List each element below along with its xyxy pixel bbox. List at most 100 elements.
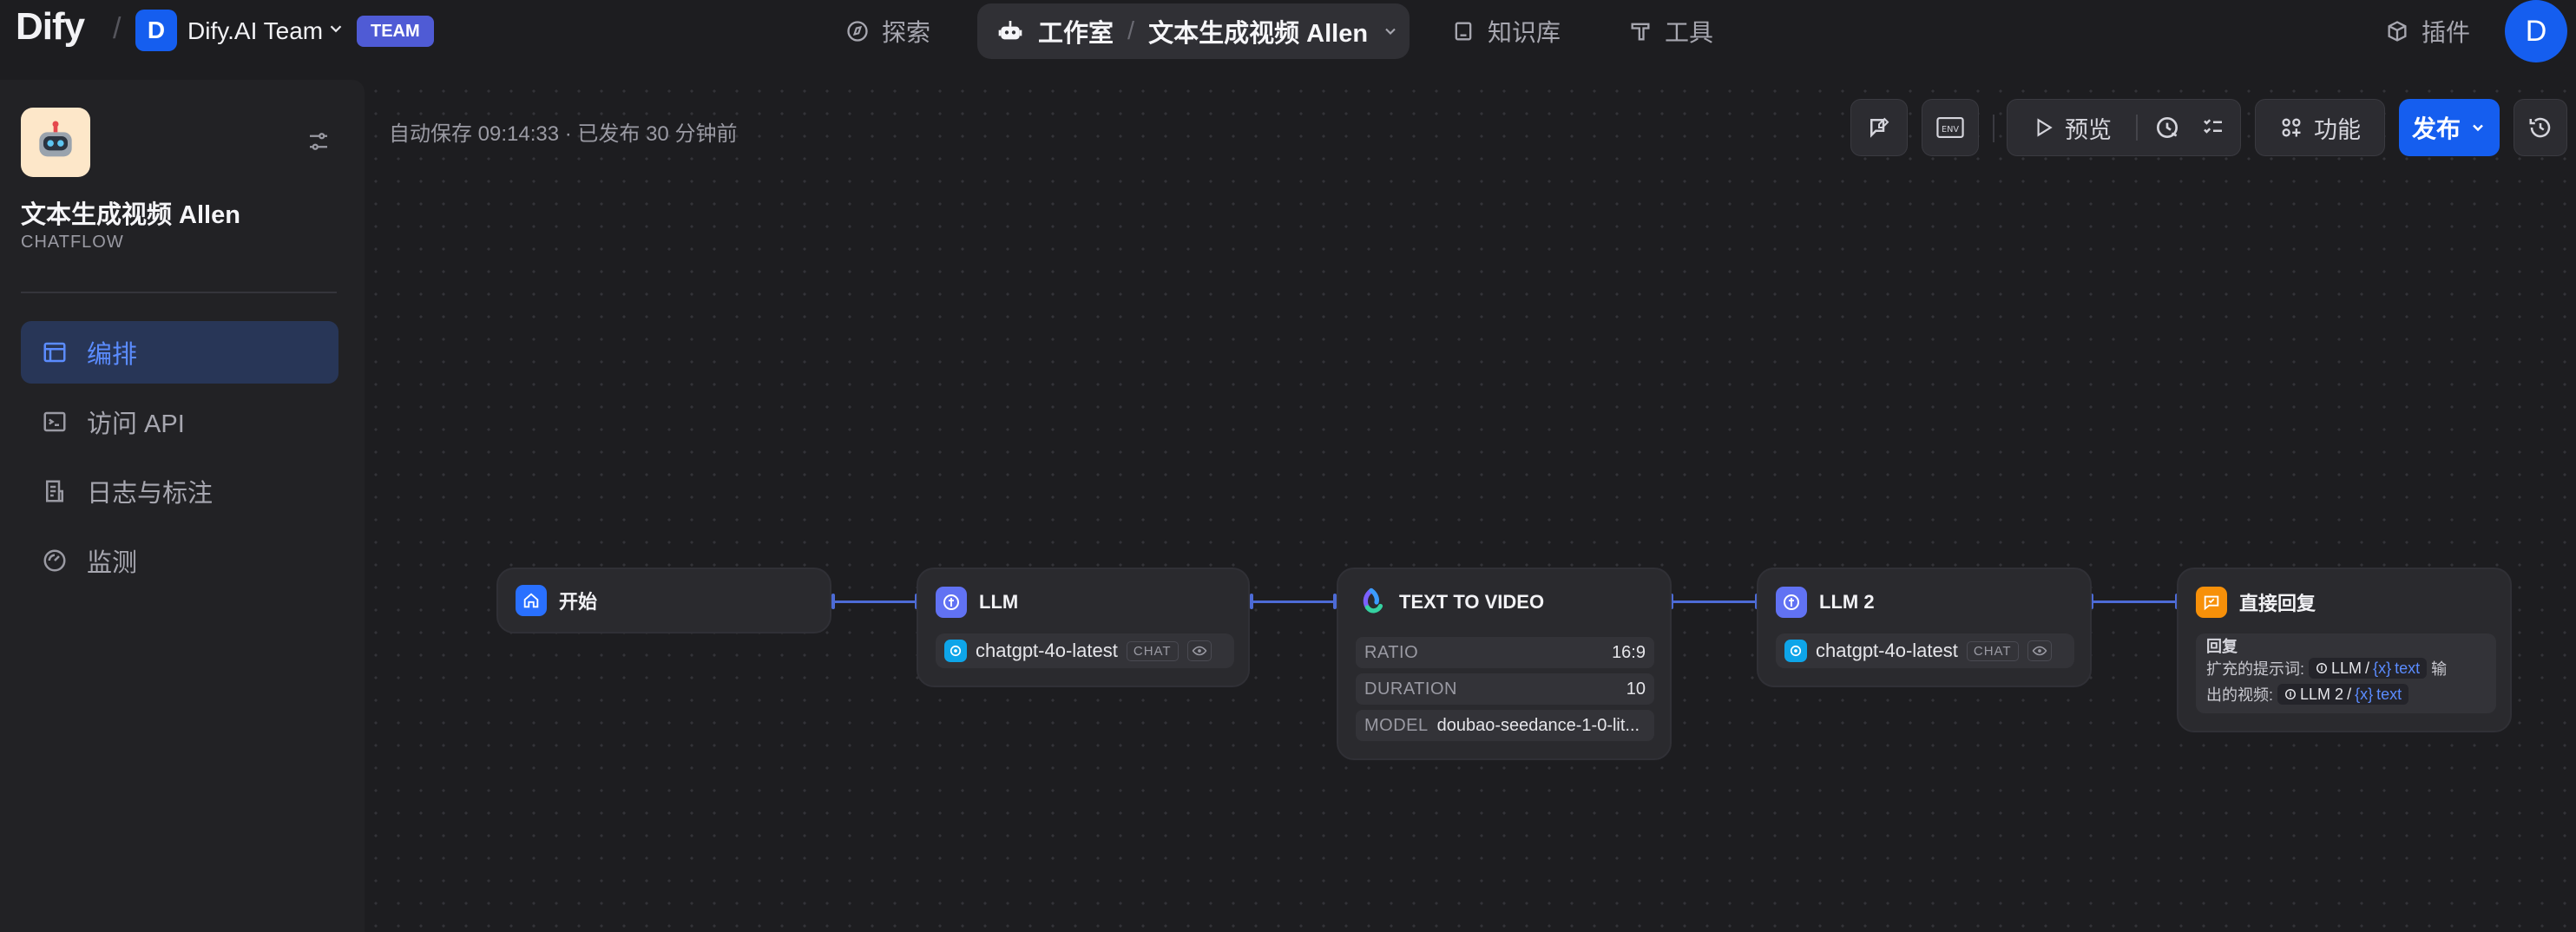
param-model: MODEL doubao-seedance-1-0-lit... bbox=[1356, 710, 1654, 741]
mode-badge: CHAT bbox=[1126, 640, 1179, 661]
edge-llm-t2v[interactable] bbox=[1252, 601, 1337, 603]
app-icon bbox=[21, 108, 90, 177]
node-header: TEXT TO VIDEO bbox=[1356, 587, 1544, 618]
param-duration: DURATION 10 bbox=[1356, 673, 1654, 705]
checklist-icon[interactable] bbox=[2200, 115, 2226, 141]
eye-icon bbox=[2032, 646, 2047, 656]
video-gen-icon bbox=[1356, 587, 1387, 618]
llm-icon bbox=[2285, 689, 2297, 699]
file-list-icon bbox=[46, 480, 63, 502]
sidebar-item-label: 访问 API bbox=[87, 410, 185, 438]
nav-plugins-label: 插件 bbox=[2422, 19, 2471, 46]
current-app-name[interactable]: 文本生成视频 Allen bbox=[1148, 20, 1369, 48]
chip-node: LLM 2 bbox=[2300, 686, 2344, 703]
robot-icon bbox=[39, 121, 72, 157]
model-selector[interactable]: chatgpt-4o-latest CHAT bbox=[936, 633, 1234, 668]
variable-chip: LLM / {x} text bbox=[2309, 658, 2428, 679]
param-ratio: RATIO 16:9 bbox=[1356, 637, 1654, 668]
model-name: chatgpt-4o-latest bbox=[1816, 640, 1958, 661]
sidebar-item-api[interactable]: 访问 API bbox=[21, 391, 338, 453]
edge-start-llm[interactable] bbox=[833, 601, 917, 603]
run-group: 预览 bbox=[2007, 99, 2241, 156]
param-value: doubao-seedance-1-0-lit... bbox=[1436, 715, 1640, 735]
autosave-status: 自动保存 09:14:33 · 已发布 30 分钟前 bbox=[389, 122, 738, 146]
node-title: 直接回复 bbox=[2239, 593, 2316, 614]
nav-explore[interactable]: 探索 bbox=[845, 12, 930, 50]
workflow-canvas[interactable] bbox=[365, 80, 2576, 932]
sidebar-item-logs[interactable]: 日志与标注 bbox=[21, 460, 338, 522]
breadcrumb-separator: / bbox=[1127, 16, 1135, 45]
sliders-icon[interactable] bbox=[306, 128, 332, 154]
publish-button[interactable]: 发布 bbox=[2399, 99, 2500, 156]
node-text-to-video[interactable]: TEXT TO VIDEO RATIO 16:9 DURATION 10 MOD… bbox=[1337, 568, 1672, 760]
features-label: 功能 bbox=[2314, 116, 2361, 143]
nav-studio-label: 工作室 bbox=[1038, 20, 1114, 48]
llm-icon bbox=[2316, 663, 2328, 673]
chip-sep: / bbox=[2365, 660, 2370, 677]
history-icon bbox=[2529, 117, 2551, 138]
param-key: DURATION bbox=[1364, 679, 1457, 699]
chip-node: LLM bbox=[2331, 660, 2362, 677]
node-title: LLM 2 bbox=[1819, 591, 1875, 613]
compass-icon bbox=[847, 21, 868, 42]
robot-icon bbox=[998, 21, 1022, 40]
chevron-down-icon[interactable] bbox=[326, 19, 345, 38]
param-value: 10 bbox=[1626, 679, 1646, 699]
node-llm[interactable]: LLM chatgpt-4o-latest CHAT bbox=[917, 568, 1250, 687]
nav-studio[interactable]: 工作室 / 文本生成视频 Allen bbox=[977, 3, 1410, 59]
nav-knowledge[interactable]: 知识库 bbox=[1451, 12, 1561, 50]
team-badge: TEAM bbox=[357, 16, 434, 47]
env-label: ENV bbox=[1942, 125, 1959, 135]
answer-label: 回复 bbox=[2206, 638, 2238, 655]
breadcrumb-separator: / bbox=[113, 12, 122, 45]
target-handle[interactable] bbox=[1333, 594, 1337, 609]
gauge-icon bbox=[43, 549, 66, 572]
edge-t2v-llm2[interactable] bbox=[1672, 601, 1757, 603]
apps-icon bbox=[2282, 118, 2301, 137]
chevron-down-icon bbox=[2473, 124, 2483, 132]
source-handle[interactable] bbox=[1250, 594, 1253, 609]
preview-button[interactable]: 预览 bbox=[2032, 111, 2112, 145]
llm-icon bbox=[1776, 587, 1807, 618]
source-handle[interactable] bbox=[831, 594, 835, 609]
node-title: 开始 bbox=[559, 591, 598, 613]
add-note-button[interactable] bbox=[1850, 99, 1908, 156]
user-avatar[interactable]: D bbox=[2505, 0, 2567, 62]
nav-explore-label: 探索 bbox=[882, 19, 931, 46]
env-button[interactable]: ENV bbox=[1922, 99, 1979, 156]
node-header: 直接回复 bbox=[2196, 587, 2316, 618]
node-llm-2[interactable]: LLM 2 chatgpt-4o-latest CHAT bbox=[1757, 568, 2092, 687]
source-handle[interactable] bbox=[1670, 594, 1673, 609]
answer-content: 回复 扩充的提示词: LLM / {x} text 输 出的视频: LLM 2 … bbox=[2196, 633, 2496, 713]
home-icon bbox=[516, 585, 547, 616]
chevron-down-icon[interactable] bbox=[1382, 23, 1399, 40]
workspace-avatar[interactable]: D bbox=[135, 10, 177, 51]
chat-edit-icon bbox=[1870, 117, 1889, 138]
sidebar-item-monitor[interactable]: 监测 bbox=[21, 529, 338, 592]
sidebar-item-orchestrate[interactable]: 编排 bbox=[21, 321, 338, 384]
version-history-button[interactable] bbox=[2514, 99, 2567, 156]
node-answer[interactable]: 直接回复 回复 扩充的提示词: LLM / {x} text 输 出的视频: L… bbox=[2177, 568, 2512, 732]
layout-icon bbox=[43, 342, 66, 363]
model-name: chatgpt-4o-latest bbox=[976, 640, 1118, 661]
node-start[interactable]: 开始 bbox=[496, 568, 831, 633]
features-button[interactable]: 功能 bbox=[2255, 99, 2385, 156]
model-selector[interactable]: chatgpt-4o-latest CHAT bbox=[1776, 633, 2074, 668]
eye-icon bbox=[1192, 646, 1207, 656]
workspace-name[interactable]: Dify.AI Team bbox=[187, 17, 324, 44]
nav-tools[interactable]: 工具 bbox=[1628, 12, 1713, 50]
chip-var-symbol: {x} bbox=[2373, 660, 2392, 677]
divider bbox=[21, 292, 337, 293]
sidebar-item-label: 监测 bbox=[87, 549, 138, 577]
dify-logo[interactable]: Dify bbox=[16, 5, 85, 48]
mode-badge: CHAT bbox=[1966, 640, 2019, 661]
nav-knowledge-label: 知识库 bbox=[1488, 19, 1561, 46]
box-icon bbox=[2388, 21, 2407, 42]
history-run-icon[interactable] bbox=[2153, 114, 2181, 141]
source-handle[interactable] bbox=[2090, 594, 2093, 609]
variable-chip: LLM 2 / {x} text bbox=[2277, 684, 2409, 705]
node-header: LLM 2 bbox=[1776, 587, 1875, 618]
edge-llm2-answer[interactable] bbox=[2092, 601, 2177, 603]
nav-plugins[interactable]: 插件 bbox=[2385, 12, 2470, 50]
nav-tools-label: 工具 bbox=[1665, 19, 1714, 46]
